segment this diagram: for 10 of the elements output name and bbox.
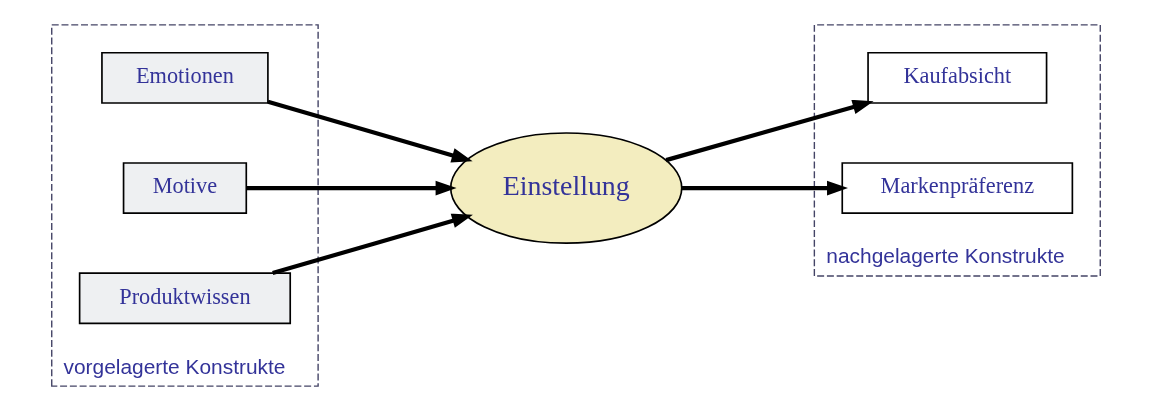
node-box: Produktwissen <box>78 272 292 325</box>
node-box: Kaufabsicht <box>867 51 1048 104</box>
node-box: Emotionen <box>101 51 269 104</box>
arrow <box>272 213 473 276</box>
node-box: Motive <box>122 162 248 214</box>
arrow <box>682 180 848 196</box>
node-box: Markenpräferenz <box>841 162 1074 214</box>
arrow <box>665 99 874 163</box>
arrow <box>246 180 457 196</box>
arrow <box>267 99 473 163</box>
